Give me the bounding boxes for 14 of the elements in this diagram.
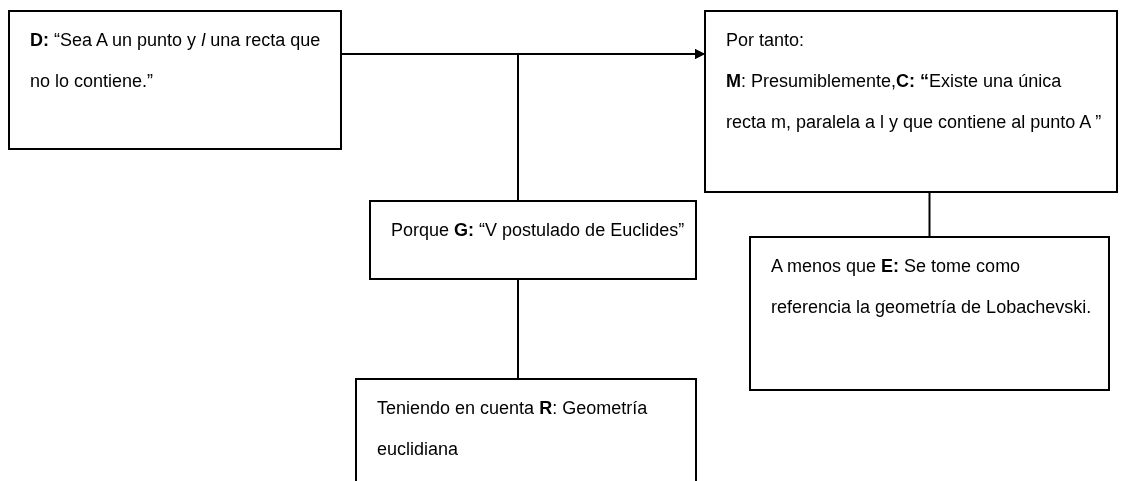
text-box <box>369 200 697 280</box>
box-text: Teniendo en cuenta R: Geometría euclidiana <box>377 397 649 461</box>
arrow <box>517 49 705 201</box>
box-text: Porque G: “V postulado de Euclides” <box>391 219 685 242</box>
connector-line <box>517 279 519 379</box>
box-text: Por tanto: <box>726 29 806 52</box>
box-text: M: Presumiblemente,C: “Existe una única recta m, paralela a l y que contiene al punto A ” <box>726 70 1103 134</box>
text-box <box>749 236 1110 391</box>
text-box <box>8 10 342 150</box>
connector-line <box>928 192 931 237</box>
text-box <box>704 10 1118 193</box>
text-box <box>355 378 697 481</box>
box-text: A menos que E: Se tome como referencia la geometría de Lobachevski. <box>771 255 1093 319</box>
box-text: D: “Sea A un punto y l una recta que no lo contiene.” <box>30 29 322 93</box>
